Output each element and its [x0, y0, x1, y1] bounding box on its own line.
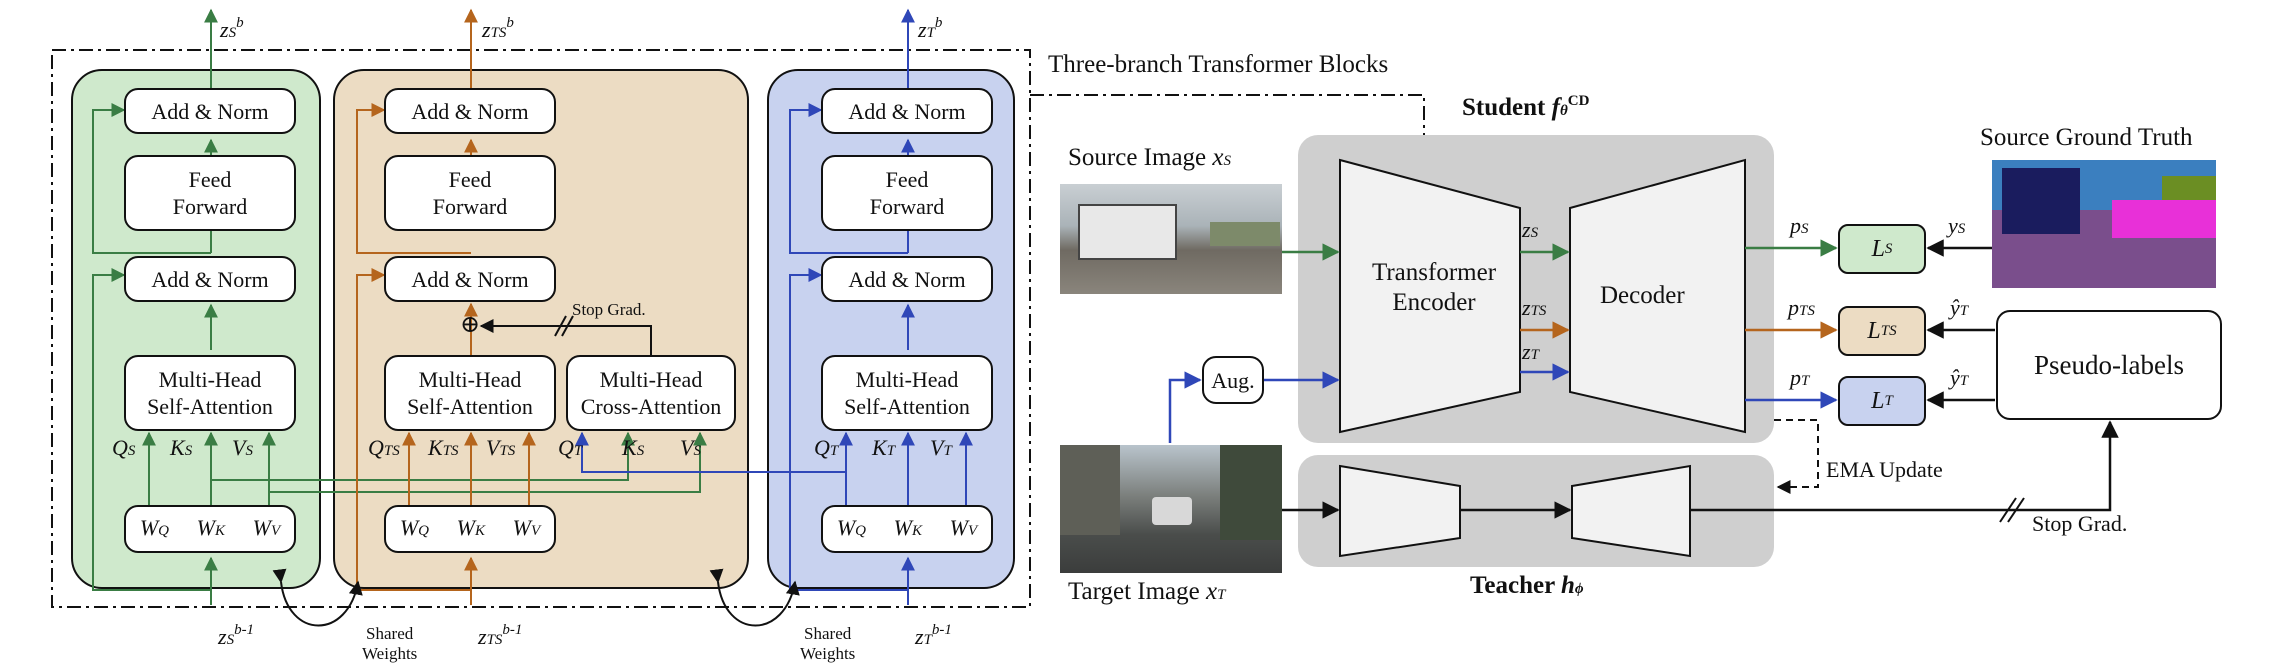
building-left: [1060, 445, 1120, 535]
sidewalk-region: [2112, 200, 2216, 238]
zts-in-label: zTSb-1: [478, 622, 523, 649]
vt-label: VT: [930, 435, 952, 460]
ks-ca-label: KS: [622, 435, 645, 460]
teacher-encoder-shape: [1339, 464, 1461, 558]
kt-label: KT: [872, 435, 896, 460]
pt-label: pT: [1790, 365, 1810, 390]
building-right: [1220, 445, 1282, 540]
shared-weights-arrow-2: [709, 568, 800, 627]
encoder-shape: [1339, 158, 1521, 434]
target-image-label: Target Image xT: [1068, 578, 1226, 605]
source-add-norm-mid: Add & Norm: [124, 256, 296, 302]
vegetation-region: [2162, 176, 2216, 200]
source-add-norm-top: Add & Norm: [124, 88, 296, 134]
vs-ca-label: VS: [680, 435, 701, 460]
enc-zt-label: zT: [1522, 339, 1539, 364]
source-image: [1060, 184, 1282, 294]
mixed-weights: WQ WK WV: [384, 505, 556, 553]
zs-in-label: zSb-1: [218, 622, 255, 649]
source-weights: WQ WK WV: [124, 505, 296, 553]
zt-out-label: zTb: [918, 15, 943, 42]
zs-out-label: zSb: [220, 15, 244, 42]
mixed-add-norm-top: Add & Norm: [384, 88, 556, 134]
shared-weights-arrow-1: [272, 568, 363, 627]
enc-zs-label: zS: [1522, 217, 1539, 242]
target-add-norm-mid: Add & Norm: [821, 256, 993, 302]
kts-label: KTS: [428, 435, 459, 460]
pts-label: pTS: [1788, 295, 1815, 320]
stop-grad-teacher-label: Stop Grad.: [2032, 511, 2128, 536]
vs-label: VS: [232, 435, 253, 460]
enc-zts-label: zTS: [1522, 295, 1547, 320]
target-add-norm-top: Add & Norm: [821, 88, 993, 134]
target-image: [1060, 445, 1282, 573]
zt-in-label: zTb-1: [915, 622, 952, 649]
truck-shape: [1078, 204, 1177, 260]
decoder-shape: [1569, 158, 1746, 434]
plus-icon: ⊕: [460, 312, 481, 338]
qts-label: QTS: [368, 435, 400, 460]
qt-label: QT: [814, 435, 839, 460]
source-gt-label: Source Ground Truth: [1980, 124, 2193, 151]
yhat-t2-label: ŷT: [1950, 365, 1969, 390]
yhat-t1-label: ŷT: [1950, 295, 1969, 320]
ks-label: KS: [170, 435, 193, 460]
decoder-label: Decoder: [1600, 282, 1685, 309]
stop-grad-block-label: Stop Grad.: [572, 300, 646, 319]
student-title: Student fθCD: [1462, 93, 1590, 121]
ema-update-label: EMA Update: [1826, 457, 1943, 482]
target-weights: WQ WK WV: [821, 505, 993, 553]
qs-label: QS: [112, 435, 136, 460]
three-branch-frame: [51, 49, 1031, 608]
mixed-add-norm-mid: Add & Norm: [384, 256, 556, 302]
source-gt-image: [1992, 160, 2216, 288]
truck-region: [2002, 168, 2080, 234]
zts-out-label: zTSb: [482, 15, 514, 42]
ys-label: yS: [1948, 213, 1966, 238]
pseudo-labels-block: Pseudo-labels: [1996, 310, 2222, 420]
car-shape: [1152, 497, 1192, 525]
three-branch-title: Three-branch Transformer Blocks: [1048, 51, 1389, 78]
aug-block: Aug.: [1202, 356, 1264, 404]
qt-ca-label: QT: [558, 435, 583, 460]
teacher-title: Teacher hϕ: [1470, 572, 1584, 599]
source-image-label: Source Image xS: [1068, 144, 1231, 171]
ps-label: pS: [1790, 213, 1809, 238]
vts-label: VTS: [486, 435, 516, 460]
trees-shape: [1210, 222, 1280, 246]
teacher-decoder-shape: [1571, 464, 1691, 558]
